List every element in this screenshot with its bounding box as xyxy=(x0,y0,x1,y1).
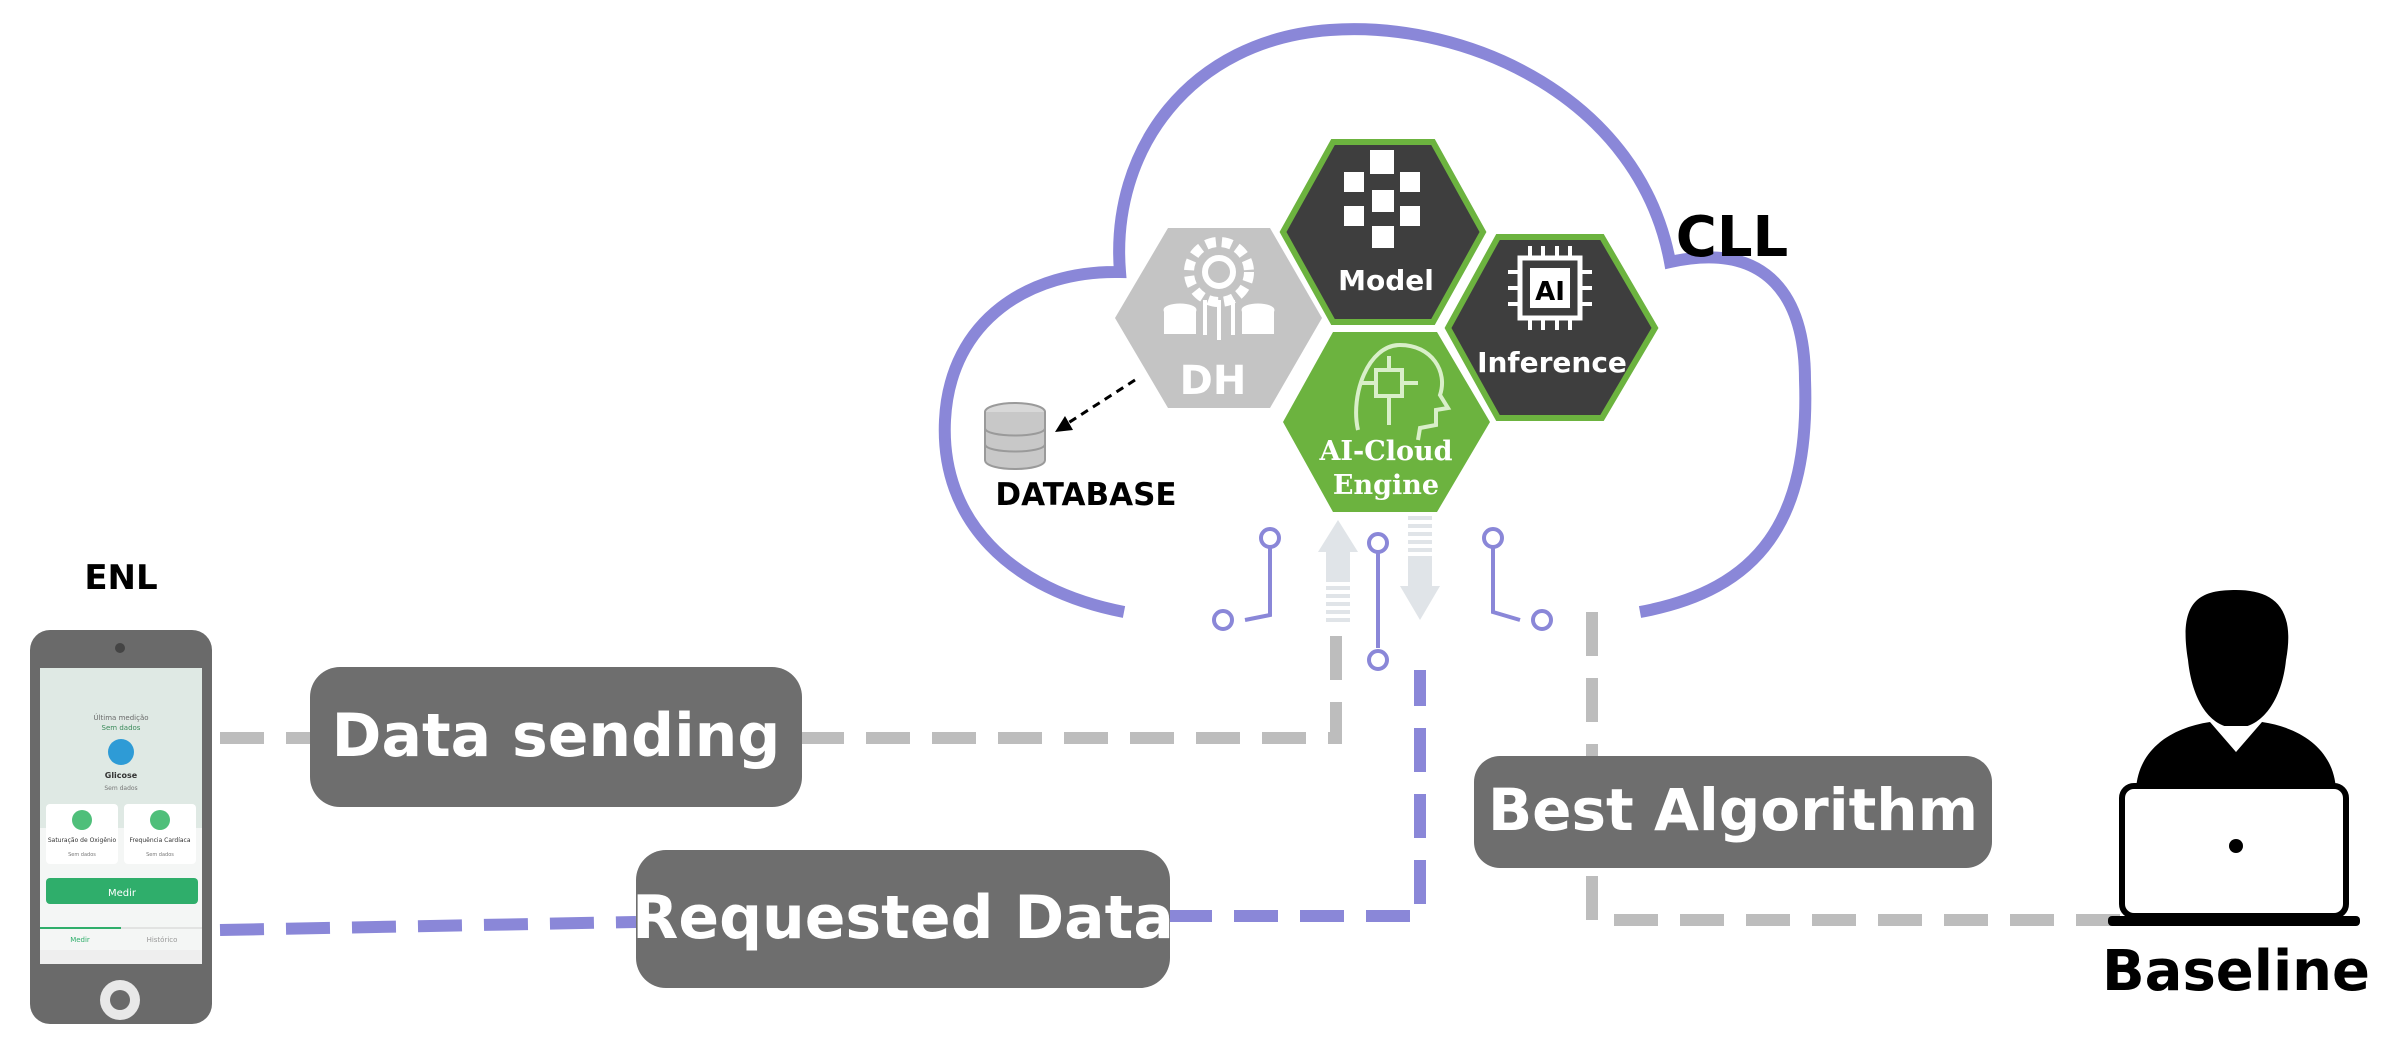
hex-ai-cloud-label-2: Engine xyxy=(1333,470,1439,501)
best-algorithm-pill: Best Algorithm xyxy=(1474,756,1992,868)
requested-data-line-right xyxy=(1168,670,1426,922)
data-sending-line-right xyxy=(800,610,1342,744)
phone-status-title: Última medição xyxy=(93,713,148,722)
hex-model: Model xyxy=(1279,139,1487,325)
phone-measure-button-label: Medir xyxy=(108,888,137,899)
cloud-outline xyxy=(938,23,1812,618)
phone-card-main-sub: Sem dados xyxy=(104,785,137,792)
download-arrow-icon xyxy=(1400,516,1440,620)
enl-label: ENL xyxy=(84,558,157,598)
hex-inference-label: Inference xyxy=(1477,346,1627,379)
hex-dh-label: DH xyxy=(1180,358,1247,404)
database-label: DATABASE xyxy=(995,477,1176,513)
phone-card-left-sub: Sem dados xyxy=(68,852,96,858)
cll-label: CLL xyxy=(1676,205,1788,270)
requested-data-label: Requested Data xyxy=(632,883,1174,953)
glucose-icon xyxy=(108,739,134,765)
best-algorithm-line xyxy=(1586,612,2150,926)
upload-arrow-icon xyxy=(1318,520,1358,622)
phone-card-right-title: Frequência Cardíaca xyxy=(129,837,190,844)
phone-tab-measure[interactable]: Medir xyxy=(70,936,90,944)
data-sending-pill: Data sending xyxy=(310,667,802,807)
smartphone: Última medição Sem dados Glicose Sem dad… xyxy=(30,630,212,1024)
user-laptop-icon xyxy=(2108,590,2360,926)
svg-text:AI: AI xyxy=(1535,277,1565,307)
best-algorithm-label: Best Algorithm xyxy=(1488,776,1978,844)
brain-circuit-icon xyxy=(1354,342,1452,441)
circuit-decorations xyxy=(1212,527,1553,671)
database-icon xyxy=(984,402,1046,470)
phone-tab-history[interactable]: Histórico xyxy=(147,936,178,944)
phone-measure-button[interactable] xyxy=(46,878,198,904)
phone-card-left-title: Saturação de Oxigênio xyxy=(48,837,117,844)
phone-card-right-sub: Sem dados xyxy=(146,852,174,858)
phone-card-main-title: Glicose xyxy=(105,771,138,780)
hex-ai-cloud-label-1: AI-Cloud xyxy=(1318,436,1452,467)
requested-data-pill: Requested Data xyxy=(632,850,1174,988)
baseline-label: Baseline xyxy=(2102,939,2370,1004)
connectors xyxy=(219,610,2150,936)
dh-to-database-arrow xyxy=(1055,378,1136,432)
hex-ai-cloud-engine: AI-Cloud Engine xyxy=(1283,332,1490,512)
ai-chip-icon: AI xyxy=(1508,246,1592,330)
heart-rate-icon xyxy=(150,810,170,830)
hex-dh: DH xyxy=(1115,228,1322,408)
gear-database-icon xyxy=(1163,237,1275,340)
hex-model-label: Model xyxy=(1338,264,1434,297)
data-flow-arrows xyxy=(1318,516,1440,622)
cube-network-icon xyxy=(1344,150,1420,248)
requested-data-line-left xyxy=(219,916,637,936)
phone-status-value: Sem dados xyxy=(102,724,141,732)
hex-inference: AI Inference xyxy=(1444,234,1659,421)
data-sending-label: Data sending xyxy=(332,701,781,771)
oxygen-icon xyxy=(72,810,92,830)
